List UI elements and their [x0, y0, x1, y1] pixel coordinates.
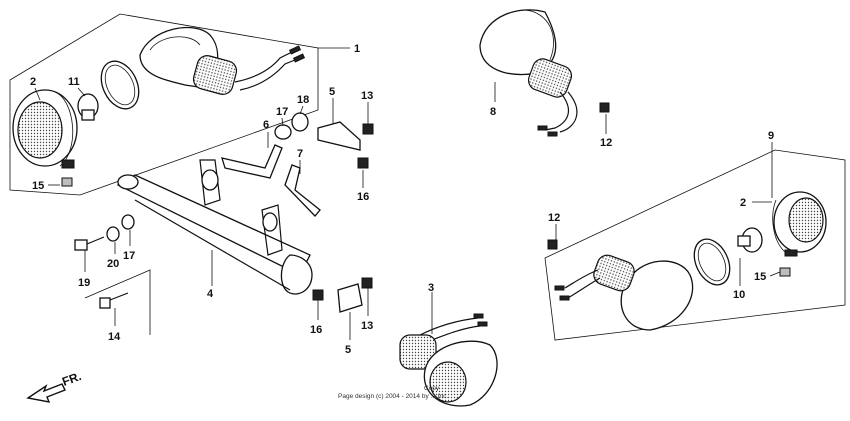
callout-9: 9	[768, 130, 774, 142]
callout-16-top: 16	[357, 191, 369, 203]
arrow-icon	[26, 383, 66, 403]
washer-17-left	[121, 214, 135, 230]
assembly-box-9	[544, 149, 846, 341]
callout-20: 20	[107, 258, 119, 270]
callout-10: 10	[733, 289, 745, 301]
callout-2-top: 2	[30, 76, 36, 88]
leader-lines	[34, 47, 781, 340]
callout-17-top: 17	[276, 106, 288, 118]
turn-signal-9	[772, 191, 827, 253]
callout-3: 3	[428, 282, 434, 294]
callout-17-left: 17	[123, 250, 135, 262]
callout-12-right: 12	[548, 212, 560, 224]
turn-signal-1	[139, 26, 306, 95]
washer-17-top	[274, 124, 292, 140]
callouts: 1 2 11 15 17 18 6 5 13 7 16 8 12 9 2 12 …	[30, 43, 774, 356]
callout-7: 7	[297, 148, 303, 160]
footer-line-2: Page design (c) 2004 - 2014 by ... Inc.	[338, 393, 448, 400]
callout-15-top: 15	[32, 180, 44, 192]
callout-18: 18	[297, 94, 309, 106]
callout-6: 6	[263, 119, 269, 131]
callout-5-top: 5	[329, 86, 335, 98]
plate-5-bottom	[337, 283, 363, 313]
callout-4: 4	[207, 288, 214, 300]
turn-signal-3	[399, 313, 498, 407]
footer-line-1: Copy	[424, 385, 440, 392]
callout-13-bottom: 13	[361, 320, 373, 332]
bolt-16-bottom	[312, 289, 324, 301]
bolt-13-top	[362, 123, 374, 135]
callout-2-right: 2	[740, 197, 746, 209]
callout-8: 8	[490, 106, 496, 118]
turn-signal-8	[479, 9, 578, 137]
callout-1: 1	[354, 43, 360, 55]
stay-7	[284, 164, 321, 217]
part-14-box	[84, 269, 151, 335]
direction-label: FR.	[60, 369, 83, 389]
nut-15-right	[779, 267, 791, 277]
bolt-19	[74, 236, 105, 251]
callout-14: 14	[108, 331, 121, 343]
collar-18	[291, 112, 309, 132]
callout-13-top: 13	[361, 90, 373, 102]
bulb-10	[737, 227, 763, 253]
nut-15-top	[61, 159, 75, 169]
callout-16-bottom: 16	[310, 324, 322, 336]
plate-5-top	[317, 121, 361, 151]
bolt-14	[99, 292, 129, 309]
callout-12-top: 12	[600, 137, 612, 149]
bolt-13-bottom	[361, 277, 373, 289]
screw-12-top	[599, 102, 610, 113]
front-direction-arrow: FR.	[26, 369, 83, 403]
bolt-16-top	[357, 157, 369, 169]
turn-signal-9-housing	[554, 254, 694, 331]
gasket-ring-right	[693, 238, 731, 286]
bulb-11	[77, 93, 99, 121]
gasket-ring-top	[100, 60, 140, 110]
lens-2-top	[12, 89, 78, 167]
callout-5-bottom: 5	[345, 344, 351, 356]
callout-11: 11	[68, 76, 80, 88]
stay-6	[221, 144, 283, 179]
screw-12-right	[547, 239, 558, 250]
bracket-4	[116, 159, 313, 295]
assembly-box-1	[9, 13, 319, 196]
callout-15-right: 15	[754, 271, 766, 283]
washer-20	[106, 226, 120, 242]
callout-19: 19	[78, 277, 90, 289]
